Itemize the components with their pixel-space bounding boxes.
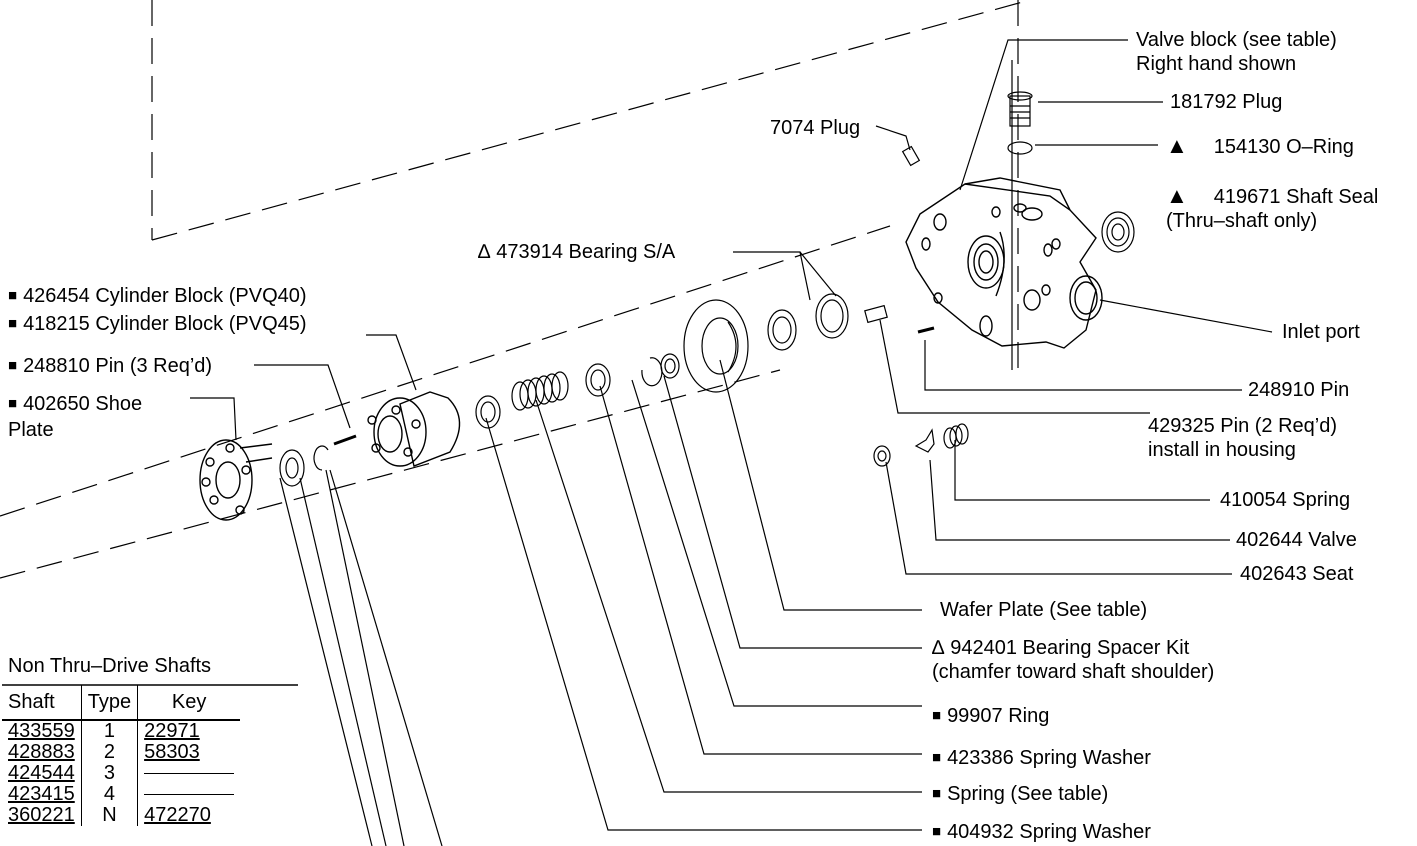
shaft-cell: 424544	[8, 762, 75, 784]
key-cell-empty	[137, 784, 241, 805]
column-header-type: Type	[80, 685, 138, 721]
cylinder-block-pvq40-label: 426454 Cylinder Block (PVQ40)	[8, 284, 306, 310]
ring-99907-part	[641, 357, 663, 387]
key-cell: 22971	[137, 720, 241, 742]
key-cell: 58303	[137, 742, 241, 763]
shoe-plate-part	[199, 439, 273, 521]
pin-248910-part	[917, 326, 935, 334]
table-row: 423415 4	[2, 783, 241, 805]
valve-block-label-line1: Valve block (see table)	[1136, 29, 1337, 51]
key-cell-empty	[137, 763, 241, 784]
shoe-plate-label-line1: 402650 Shoe	[8, 392, 142, 418]
bearing-spacer-kit-label-line2: (chamfer toward shaft shoulder)	[932, 661, 1215, 683]
spring-washer-423386-label: 423386 Spring Washer	[932, 746, 1151, 772]
spring-410054-label: 410054 Spring	[1220, 489, 1351, 511]
shaft-cell: 433559	[8, 720, 75, 742]
spring-see-table-label: Spring (See table)	[932, 782, 1108, 808]
type-cell: 2	[80, 742, 138, 763]
spring-washer-404932-label: 404932 Spring Washer	[932, 820, 1151, 846]
plug-181792-part	[1007, 91, 1033, 127]
plug-7074-label: 7074 Plug	[770, 117, 861, 139]
bearing-spacer-kit-label-line1: 942401 Bearing Spacer Kit	[950, 637, 1190, 659]
dash-line	[144, 794, 235, 796]
type-cell: N	[80, 805, 138, 826]
table-row: 428883 2 58303	[2, 741, 241, 763]
column-header-key: Key	[137, 685, 241, 721]
plug-181792-label: 181792 Plug	[1170, 91, 1283, 113]
triangle-icon: ▲	[1166, 183, 1188, 208]
delta-icon: ∆	[478, 241, 491, 263]
bearing-sa-label-text: 473914 Bearing S/A	[496, 241, 676, 263]
shoe-plate-label-line2: Plate	[8, 419, 54, 441]
oring-label-text: 154130 O–Ring	[1213, 136, 1354, 158]
seat-402643-label: 402643 Seat	[1240, 563, 1354, 585]
pin-429325-label: 429325 Pin (2 Req’d) install in housing	[1148, 414, 1337, 462]
type-cell: 4	[80, 784, 138, 805]
spring-part	[511, 371, 569, 411]
bearing-spacer-part	[660, 353, 680, 379]
table-row: 433559 1 22971	[2, 720, 241, 742]
cylinder-block-pvq45-label: 418215 Cylinder Block (PVQ45)	[8, 312, 306, 338]
valve-block-housing	[905, 177, 1103, 349]
shaft-cell: 428883	[8, 741, 75, 763]
valve-402644-label: 402644 Valve	[1236, 529, 1357, 551]
bearing-spacer-kit-label: ∆942401 Bearing Spacer Kit (chamfer towa…	[932, 636, 1214, 684]
valve-402644-part	[914, 428, 935, 453]
pin-429325-part	[864, 304, 888, 324]
oring-label: ▲ 154130 O–Ring	[1166, 134, 1354, 159]
pin-248810-part	[333, 434, 357, 446]
shaft-table-grid: Shaft Type Key 433559 1 22971 428883 2 5…	[2, 685, 241, 826]
key-cell: 472270	[137, 805, 241, 826]
cylinder-block-part	[367, 391, 461, 467]
leader-lines	[190, 39, 1273, 846]
bearing-sa-label: ∆473914 Bearing S/A	[478, 240, 675, 264]
wafer-plate-part	[683, 299, 749, 393]
table-row: 360221 N 472270	[2, 804, 241, 826]
inlet-port-label: Inlet port	[1282, 321, 1360, 343]
column-header-shaft: Shaft	[2, 685, 82, 721]
triangle-icon: ▲	[1166, 133, 1188, 158]
pin-248910-label: 248910 Pin	[1248, 379, 1350, 401]
valve-block-label-line2: Right hand shown	[1136, 53, 1297, 75]
type-cell: 1	[80, 720, 138, 742]
shaft-seal-label: ▲ 419671 Shaft Seal (Thru–shaft only)	[1166, 184, 1378, 233]
retainer-part	[313, 445, 329, 471]
table-row: 424544 3	[2, 762, 241, 784]
shaft-seal-label-line2: (Thru–shaft only)	[1166, 210, 1318, 232]
spring-washer-423386-part	[585, 363, 611, 397]
table-caption: Non Thru–Drive Shafts	[8, 655, 212, 677]
shaft-seal-part	[1101, 211, 1135, 253]
pin-429325-label-line1: 429325 Pin (2 Req’d)	[1148, 415, 1338, 437]
oring-part	[1007, 141, 1033, 155]
spring-washer-404932-part	[475, 395, 501, 429]
seat-402643-part	[873, 445, 891, 467]
shaft-cell: 360221	[8, 804, 75, 826]
dashed-construction-lines	[0, 0, 1031, 579]
delta-icon: ∆	[932, 637, 945, 659]
wafer-plate-label: Wafer Plate (See table)	[940, 599, 1148, 621]
ring-99907-label: 99907 Ring	[932, 704, 1049, 730]
plug-7074-part	[901, 145, 921, 167]
shaft-seal-label-line1: 419671 Shaft Seal	[1213, 186, 1379, 208]
shoe-plate-label: 402650 Shoe Plate	[8, 392, 142, 442]
spherical-washer-part	[279, 449, 305, 487]
valve-block-label: Valve block (see table) Right hand shown	[1136, 28, 1337, 76]
bearing-sa-part	[767, 293, 849, 351]
pin-429325-label-line2: install in housing	[1148, 439, 1296, 461]
dash-line	[144, 773, 235, 775]
spring-410054-part	[943, 423, 969, 449]
shaft-cell: 423415	[8, 783, 75, 805]
pin-248810-label: 248810 Pin (3 Req’d)	[8, 354, 212, 380]
type-cell: 3	[80, 763, 138, 784]
